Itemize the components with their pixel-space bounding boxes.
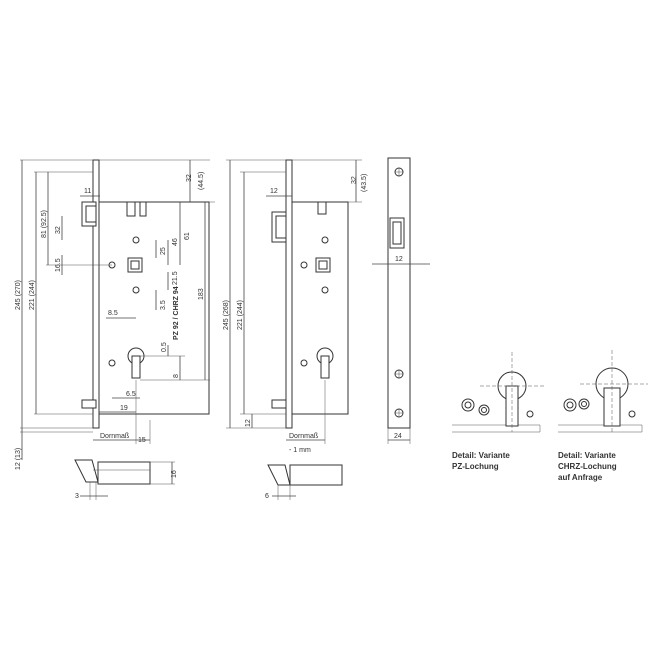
screw-hole-2c <box>321 286 329 294</box>
label-15: 15 <box>138 437 146 444</box>
label-2-6: 6 <box>265 493 269 500</box>
chrz-caption-line1: Detail: Variante <box>558 451 616 460</box>
label-2-32: 32 <box>351 176 358 184</box>
dead-bolt-2 <box>271 399 287 409</box>
case-body-2 <box>291 201 349 415</box>
label-8: 8 <box>173 374 180 378</box>
latch-body-1 <box>97 461 151 485</box>
label-61: 61 <box>184 232 191 240</box>
label-16-5: 16.5 <box>55 258 62 272</box>
label-46: 46 <box>172 238 179 246</box>
faceplate-2 <box>285 159 293 429</box>
cylinder-slot-1 <box>131 355 141 379</box>
label-2-12: 12 <box>270 188 278 195</box>
label-3-24: 24 <box>394 433 402 440</box>
latch-tongue-1 <box>85 205 97 223</box>
latch-section-2 <box>267 464 343 500</box>
latch-tongue-2 <box>275 215 287 239</box>
faceplate-front <box>387 157 411 429</box>
detail-chrz: Detail: Variante CHRZ-Lochung auf Anfrag… <box>558 350 648 482</box>
label-2-43-5: (43.5) <box>361 174 368 192</box>
label-minus-1mm: - 1 mm <box>289 447 311 454</box>
label-2-12b: 12 <box>245 419 252 427</box>
label-6-5: 6.5 <box>126 391 136 398</box>
screw-hole-1a <box>132 236 140 244</box>
label-32-top: 32 <box>186 174 193 182</box>
view-3-faceplate: 12 24 <box>372 157 430 444</box>
label-19: 19 <box>120 405 128 412</box>
label-245-270: 245 (270) <box>15 280 22 310</box>
label-21-5: 21.5 <box>172 271 179 285</box>
cylinder-slot-2 <box>320 355 330 379</box>
label-2-245-268: 245 (268) <box>223 300 230 330</box>
faceplate-latch-inner <box>392 221 402 245</box>
chrz-screw-hole <box>628 410 636 418</box>
label-pz-chrz: PZ 92 / CHRZ 94 <box>173 286 180 340</box>
square-spindle-inner-2 <box>318 260 328 270</box>
case-body-1 <box>98 201 210 415</box>
faceplate-1 <box>92 159 100 429</box>
label-32-slot: 32 <box>55 226 62 234</box>
slot-top-1 <box>126 201 136 217</box>
latch-section-1 <box>74 459 175 500</box>
screw-hole-2b <box>300 261 308 269</box>
latch-profile-1 <box>74 459 99 483</box>
slot-top-1b <box>139 201 147 217</box>
screw-hole-1c <box>132 286 140 294</box>
pz-screw-boss-inner <box>464 401 472 409</box>
label-25: 25 <box>160 247 167 255</box>
slot-top-2 <box>317 201 327 215</box>
label-3-5: 3.5 <box>160 300 167 310</box>
screw-hole-2a <box>321 236 329 244</box>
label-3-12: 12 <box>395 256 403 263</box>
label-8-5: 8.5 <box>108 310 118 317</box>
label-221-244: 221 (244) <box>29 280 36 310</box>
latch-body-2 <box>289 464 343 486</box>
chrz-caption-line2: CHRZ-Lochung <box>558 462 617 471</box>
label-44-5: (44.5) <box>198 172 205 190</box>
chrz-pin-inner <box>581 401 587 407</box>
label-0-5: 0.5 <box>161 342 168 352</box>
label-2-221-244: 221 (244) <box>237 300 244 330</box>
screw-hole-1d <box>108 359 116 367</box>
square-spindle-inner-1 <box>130 260 140 270</box>
label-81-92-5: 81 (92.5) <box>41 210 48 238</box>
latch-profile-2 <box>267 464 291 486</box>
pz-screw-hole <box>526 410 534 418</box>
chrz-screw-boss-inner <box>566 401 574 409</box>
pz-caption-line2: PZ-Lochung <box>452 462 499 471</box>
view-2-lock-body: 12 32 (43.5) 245 (268) 221 (244) 12 Dorn… <box>223 159 368 500</box>
view-1-lock-body: 11 32 (44.5) 245 (270) 221 (244) 81 (92.… <box>15 159 215 500</box>
label-dornmass-2: Dornmaß <box>289 433 318 440</box>
label-11: 11 <box>84 188 91 195</box>
label-dornmass-1: Dornmaß <box>100 433 129 440</box>
screw-hole-2d <box>300 359 308 367</box>
label-16: 16 <box>171 470 178 478</box>
detail-pz: Detail: Variante PZ-Lochung <box>452 352 545 471</box>
pz-pin-inner <box>481 407 487 413</box>
label-183: 183 <box>198 288 205 300</box>
label-12-13: 12 (13) <box>15 448 22 470</box>
label-3: 3 <box>75 493 79 500</box>
dead-bolt-1 <box>81 399 97 409</box>
chrz-caption-line3: auf Anfrage <box>558 473 603 482</box>
pz-caption-line1: Detail: Variante <box>452 451 510 460</box>
